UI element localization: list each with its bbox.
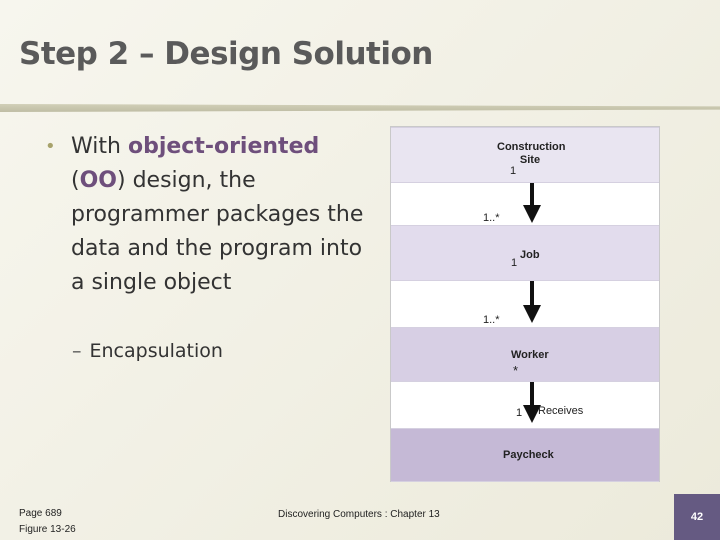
job-box (391, 225, 659, 281)
construction-site-label: Construction Site (497, 141, 566, 166)
job-to-worker-multiplicity: 1..* (483, 314, 500, 326)
sub-bullet-text: Encapsulation (89, 340, 223, 362)
main-bullet: • With object-oriented (OO) design, the … (45, 130, 365, 300)
dash-bullet-icon: – (72, 340, 82, 362)
job-label: Job (520, 249, 540, 261)
worker-multiplicity-many: * (513, 363, 519, 378)
footer-references: Page 689 Figure 13-26 (19, 506, 76, 538)
job-multiplicity-one: 1 (511, 257, 518, 269)
worker-box (391, 327, 659, 382)
site-to-job-multiplicity: 1..* (483, 212, 500, 224)
page-reference: Page 689 (19, 508, 62, 519)
arrow-down-icon (523, 305, 541, 323)
bullet-highlight-object-oriented: object-oriented (127, 134, 320, 159)
figure-reference: Figure 13-26 (19, 524, 76, 535)
slide-title: Step 2 – Design Solution (19, 36, 433, 72)
arrow-down-icon (523, 405, 541, 423)
footer-book-title: Discovering Computers : Chapter 13 (278, 509, 440, 520)
receives-label: Receives (538, 405, 584, 417)
bullet-prefix: With (71, 134, 128, 159)
arrow-worker-to-paycheck-line (530, 382, 534, 407)
worker-label: Worker (511, 349, 549, 361)
arrow-down-icon (523, 205, 541, 223)
bullet-open-paren: ( (71, 168, 80, 193)
bullet-highlight-oo: OO (79, 168, 117, 193)
paycheck-multiplicity-one: 1 (516, 407, 523, 419)
bullet-rest: ) design, the programmer packages the da… (71, 168, 364, 295)
paycheck-label: Paycheck (503, 449, 554, 461)
construction-site-box (391, 127, 659, 183)
main-bullet-text: With object-oriented (OO) design, the pr… (71, 130, 365, 300)
class-diagram-figure: Construction Site 1 1..* Job 1 1..* Work… (390, 126, 660, 482)
bullet-dot-icon: • (45, 136, 56, 157)
site-multiplicity-one: 1 (510, 165, 517, 177)
page-number-badge: 42 (674, 494, 720, 540)
arrow-job-to-worker-line (530, 281, 534, 307)
title-divider (0, 104, 720, 112)
sub-bullet: –Encapsulation (72, 340, 223, 362)
paycheck-box (391, 428, 659, 482)
arrow-site-to-job-line (530, 183, 534, 207)
